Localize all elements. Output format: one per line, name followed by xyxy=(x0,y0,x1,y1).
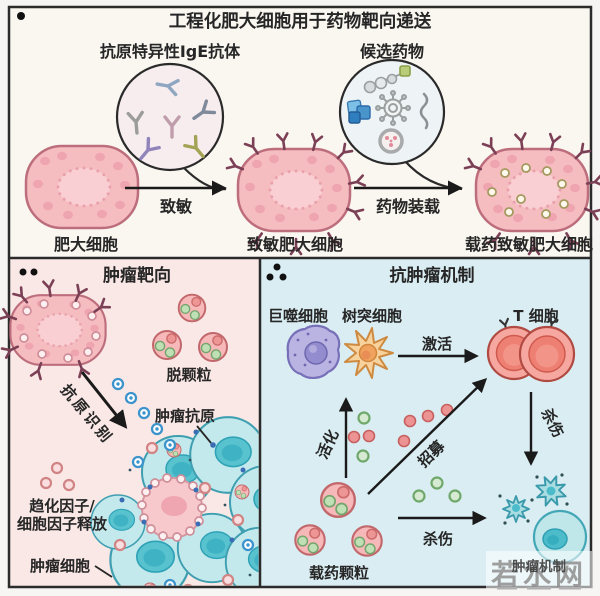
dendritic-cell xyxy=(344,327,394,379)
drug-loaded-mast-cell: 载药致敏肥大细胞 xyxy=(463,132,600,256)
panel2-bullet xyxy=(30,268,38,276)
small-molecule-icon xyxy=(363,65,411,94)
tumor-cell-label: 肿瘤细胞 xyxy=(30,557,113,578)
panel3-bullet xyxy=(279,273,287,281)
svg-text:肿瘤抗原: 肿瘤抗原 xyxy=(155,407,215,425)
activate-label: 激活 xyxy=(422,335,452,353)
antibody-circle-label: 抗原特异性IgE抗体 xyxy=(100,42,241,61)
t-cell-label: T 细胞 xyxy=(513,307,558,325)
antitumor-title: 抗肿瘤机制 xyxy=(390,265,475,286)
panel1-bullet xyxy=(17,12,25,20)
drug-crystal-icon xyxy=(346,99,371,124)
mast-cell: 肥大细胞 xyxy=(26,146,138,254)
t-cells: T 细胞 xyxy=(486,307,576,383)
tumor-targeting-title: 肿瘤靶向 xyxy=(103,265,171,286)
sensitized-mast-cell: 致敏肥大细胞 xyxy=(225,132,367,256)
svg-text:肿瘤细胞: 肿瘤细胞 xyxy=(30,557,90,575)
polymer-squiggle-icon xyxy=(419,92,429,130)
antibody-zoom-circle xyxy=(115,62,227,191)
tumor-antigen-label: 肿瘤抗原 xyxy=(155,407,215,444)
panel2-bullet xyxy=(19,268,27,276)
panel3-bullet xyxy=(266,273,274,281)
drug-granules-group: 载药颗粒 xyxy=(294,482,383,582)
nanoparticle-icon xyxy=(378,128,404,154)
sensitization-arrow: 致敏 xyxy=(125,180,227,216)
macrophage-label: 巨噬细胞 xyxy=(268,307,328,325)
drug-loading-arrow: 药物装载 xyxy=(354,180,463,216)
dying-tumor-cells xyxy=(498,470,588,565)
chemokine-release: 趋化因子/ 细胞因子释放 xyxy=(17,461,108,533)
drug-granules-label: 载药颗粒 xyxy=(309,564,369,582)
top-panel-title: 工程化肥大细胞用于药物靶向递送 xyxy=(169,11,432,32)
antitumor-panel: 抗肿瘤机制 巨噬细胞 树突细胞 激活 T 细胞 xyxy=(266,263,592,591)
drug-circle-label: 候选药物 xyxy=(360,42,424,61)
chemokine-label-line1: 趋化因子/ xyxy=(29,497,95,515)
top-panel: 工程化肥大细胞用于药物靶向递送 抗原特异性IgE抗体 候选药物 xyxy=(17,11,600,256)
candidate-drug-zoom-circle xyxy=(338,58,463,191)
virus-vector-icon xyxy=(375,90,411,126)
kill-label-granule: 杀伤 xyxy=(423,530,453,548)
drug-loading-arrow-label: 药物装载 xyxy=(376,197,440,216)
watermark-small-text: 肿瘤机制 xyxy=(512,558,566,575)
outer-border xyxy=(7,5,593,589)
degranulating-mast-cell xyxy=(137,473,207,542)
sensitization-arrow-label: 致敏 xyxy=(160,197,193,216)
watermark: 若水网 肿瘤机制 xyxy=(486,551,592,591)
macrophage-cell xyxy=(286,324,341,379)
panel3-bullet xyxy=(273,263,281,271)
loaded-mast-cell-label: 载药致敏肥大细胞 xyxy=(465,235,593,254)
degranulation-label: 脱颗粒 xyxy=(166,366,211,384)
cluster-scatter-dots xyxy=(113,429,255,586)
sensitized-mast-cell-label: 致敏肥大细胞 xyxy=(247,235,343,254)
chemokine-label-line2: 细胞因子释放 xyxy=(17,515,108,533)
panel-frames xyxy=(7,5,593,589)
activate-arrow: 激活 xyxy=(398,335,479,364)
kill-arrow-granule: 杀伤 xyxy=(398,476,487,548)
degranulation-granules: 脱颗粒 xyxy=(152,293,228,384)
mast-cell-label: 肥大细胞 xyxy=(54,235,118,254)
dendritic-label: 树突细胞 xyxy=(342,307,402,325)
tumor-cell-cluster xyxy=(90,416,259,586)
watermark-large-text: 若水网 xyxy=(491,558,587,591)
